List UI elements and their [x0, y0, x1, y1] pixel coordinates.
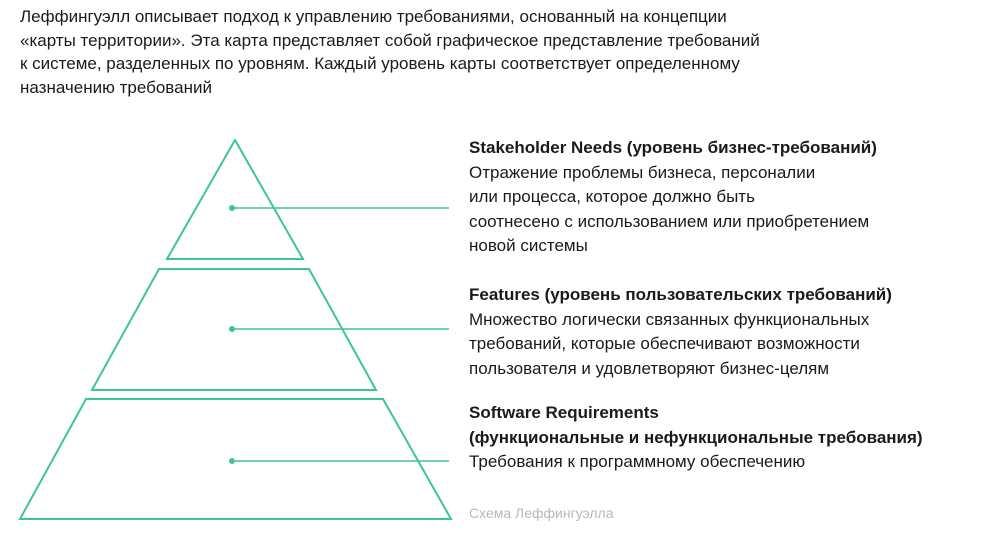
- intro-line: «карты территории». Эта карта представля…: [20, 30, 760, 50]
- diagram-caption: Схема Леффингуэлла: [469, 505, 614, 521]
- level-description-line: Отражение проблемы бизнеса, персоналии: [469, 162, 816, 182]
- pyramid-tier-middle: [90, 268, 378, 391]
- level-description-line: Требования к программному обеспечению: [469, 452, 806, 471]
- level-description-line: новой системы: [469, 236, 588, 255]
- level-description-line: соотнесено с использованием или приобрет…: [469, 211, 870, 231]
- level-title: Stakeholder Needs (уровень бизнес-требов…: [469, 138, 877, 157]
- level-description-line: Множество логически связанных функционал…: [469, 309, 870, 329]
- intro-line: назначению требований: [20, 77, 212, 97]
- intro-paragraph: Леффингуэлл описывает подход к управлени…: [20, 5, 920, 99]
- level-software-requirements: Software Requirements (функциональные и …: [469, 401, 923, 475]
- pyramid-tier-bottom: [18, 398, 453, 520]
- level-description-line: пользователя и удовлетворяют бизнес-целя…: [469, 358, 830, 378]
- level-description-line: или процесса, которое должно быть: [469, 187, 755, 206]
- pyramid-tier-top: [165, 137, 305, 260]
- level-title: (функциональные и нефункциональные требо…: [469, 427, 923, 447]
- level-title: Software Requirements: [469, 403, 659, 422]
- level-stakeholder-needs: Stakeholder Needs (уровень бизнес-требов…: [469, 136, 877, 259]
- level-title: Features (уровень пользовательских требо…: [469, 285, 892, 304]
- intro-line: Леффингуэлл описывает подход к управлени…: [20, 7, 727, 26]
- level-description-line: требований, которые обеспечивают возможн…: [469, 334, 860, 353]
- intro-line: к системе, разделенных по уровням. Кажды…: [20, 54, 740, 73]
- level-features: Features (уровень пользовательских требо…: [469, 283, 892, 381]
